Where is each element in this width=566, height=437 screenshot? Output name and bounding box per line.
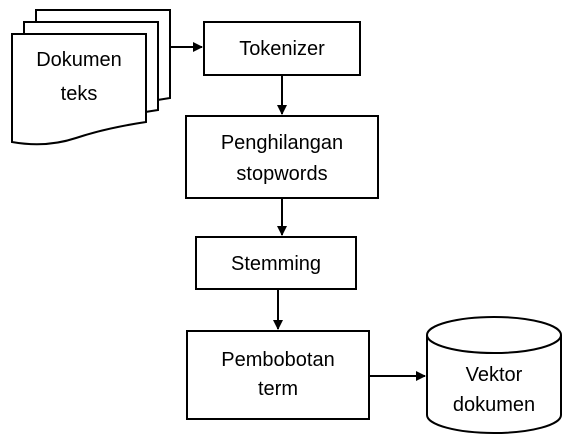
- stopwords-label-line1: Penghilangan: [221, 132, 343, 154]
- weighting-node: Pembobotan term: [186, 330, 370, 420]
- stopwords-label-line2: stopwords: [236, 163, 327, 185]
- documents-label-line1: Dokumen: [36, 49, 122, 71]
- stemming-node: Stemming: [195, 236, 357, 290]
- stemming-box: [195, 236, 357, 290]
- weighting-label-line1: Pembobotan: [221, 349, 334, 371]
- tokenizer-box: [203, 21, 361, 76]
- vectors-label-line2: dokumen: [453, 394, 535, 416]
- tokenizer-label: Tokenizer: [239, 38, 325, 60]
- tokenizer-node: Tokenizer: [203, 21, 361, 76]
- vectors-cylinder-body: [426, 335, 562, 434]
- stemming-label: Stemming: [231, 253, 321, 275]
- vectors-label-line1: Vektor: [466, 364, 523, 386]
- vectors-cylinder-top: [426, 316, 562, 354]
- weighting-label-line2: term: [258, 378, 298, 400]
- document-sheet-front: [11, 33, 147, 146]
- vectors-node: Vektor dokumen: [426, 316, 562, 434]
- stopwords-box: [185, 115, 379, 199]
- stopwords-node: Penghilangan stopwords: [185, 115, 379, 199]
- documents-label-line2: teks: [61, 83, 98, 105]
- document-stack: Dokumen teks: [11, 9, 171, 146]
- weighting-box: [186, 330, 370, 420]
